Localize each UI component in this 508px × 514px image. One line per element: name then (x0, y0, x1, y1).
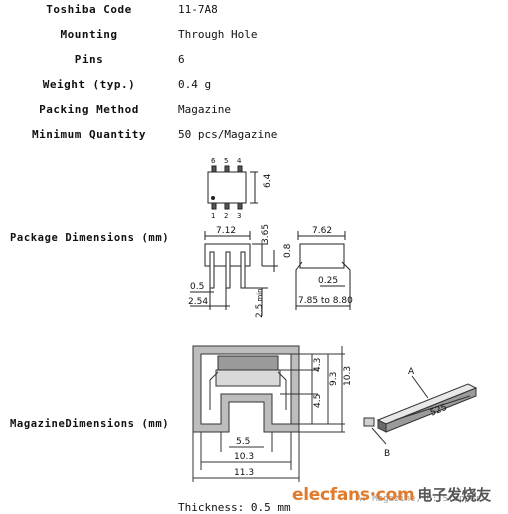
dim-mag-w2: 10.3 (234, 452, 254, 462)
spec-label: Weight (typ.) (42, 78, 136, 91)
spec-label: Pins (74, 53, 104, 66)
dim-height: 6.4 (263, 173, 273, 188)
package-side-view (295, 231, 351, 310)
spec-label: Minimum Quantity (32, 128, 146, 141)
dim-lead-offset: 0.8 (283, 243, 293, 258)
dim-mag-h2: 4.5 (313, 394, 323, 408)
dim-body-height: 3.65 (261, 224, 271, 244)
dim-mag-w3: 11.3 (234, 468, 254, 478)
thickness-note: Thickness: 0.5 mm (178, 501, 291, 514)
magazine-iso (363, 375, 478, 445)
dim-width: 7.12 (216, 226, 236, 236)
dim-lead-width: 0.5 (190, 282, 204, 292)
package-top-view (207, 165, 258, 210)
pin-label: 5 (224, 157, 228, 165)
pin-label: 2 (224, 212, 228, 220)
watermark-brand: elecfans·com (292, 485, 415, 505)
spec-value: 11-7A8 (178, 3, 218, 16)
pin-label: 4 (237, 157, 242, 165)
spec-value: Magazine (178, 103, 231, 116)
dim-side-span: 7.85 to 8.80 (298, 296, 353, 306)
pin-label: 3 (237, 212, 241, 220)
dim-side-thickness: 0.25 (318, 276, 338, 286)
dim-mag-h4: 10.3 (343, 366, 353, 386)
spec-value: 6 (178, 53, 185, 66)
magazine-caption: A: Magazine, B: Stopper (356, 494, 481, 504)
dim-mag-h3: 9.3 (329, 372, 339, 386)
dim-mag-w1: 5.5 (236, 437, 250, 447)
pin-label: 1 (211, 212, 215, 220)
spec-value: 0.4 g (178, 78, 212, 91)
callout-a: A (408, 367, 415, 377)
dim-lead-length: 2.5min (255, 288, 265, 318)
spec-label: Packing Method (39, 103, 139, 116)
spec-value: 50 pcs/Magazine (178, 128, 278, 141)
spec-label: Toshiba Code (46, 3, 132, 16)
dim-pitch: 2.54 (188, 297, 208, 307)
pin-label: 6 (211, 157, 216, 165)
magazine-cross-section (192, 345, 345, 482)
spec-label: Mounting (60, 28, 118, 41)
dim-side-width: 7.62 (312, 226, 332, 236)
dim-mag-h1: 4.3 (313, 358, 323, 372)
package-front-view (190, 231, 278, 316)
watermark-cn: 电子发烧友 (417, 486, 491, 504)
package-dimensions-label: Package Dimensions (mm) (10, 232, 170, 244)
spec-value: Through Hole (178, 28, 258, 41)
callout-b: B (384, 449, 390, 459)
magazine-dimensions-label: MagazineDimensions (mm) (10, 418, 170, 430)
